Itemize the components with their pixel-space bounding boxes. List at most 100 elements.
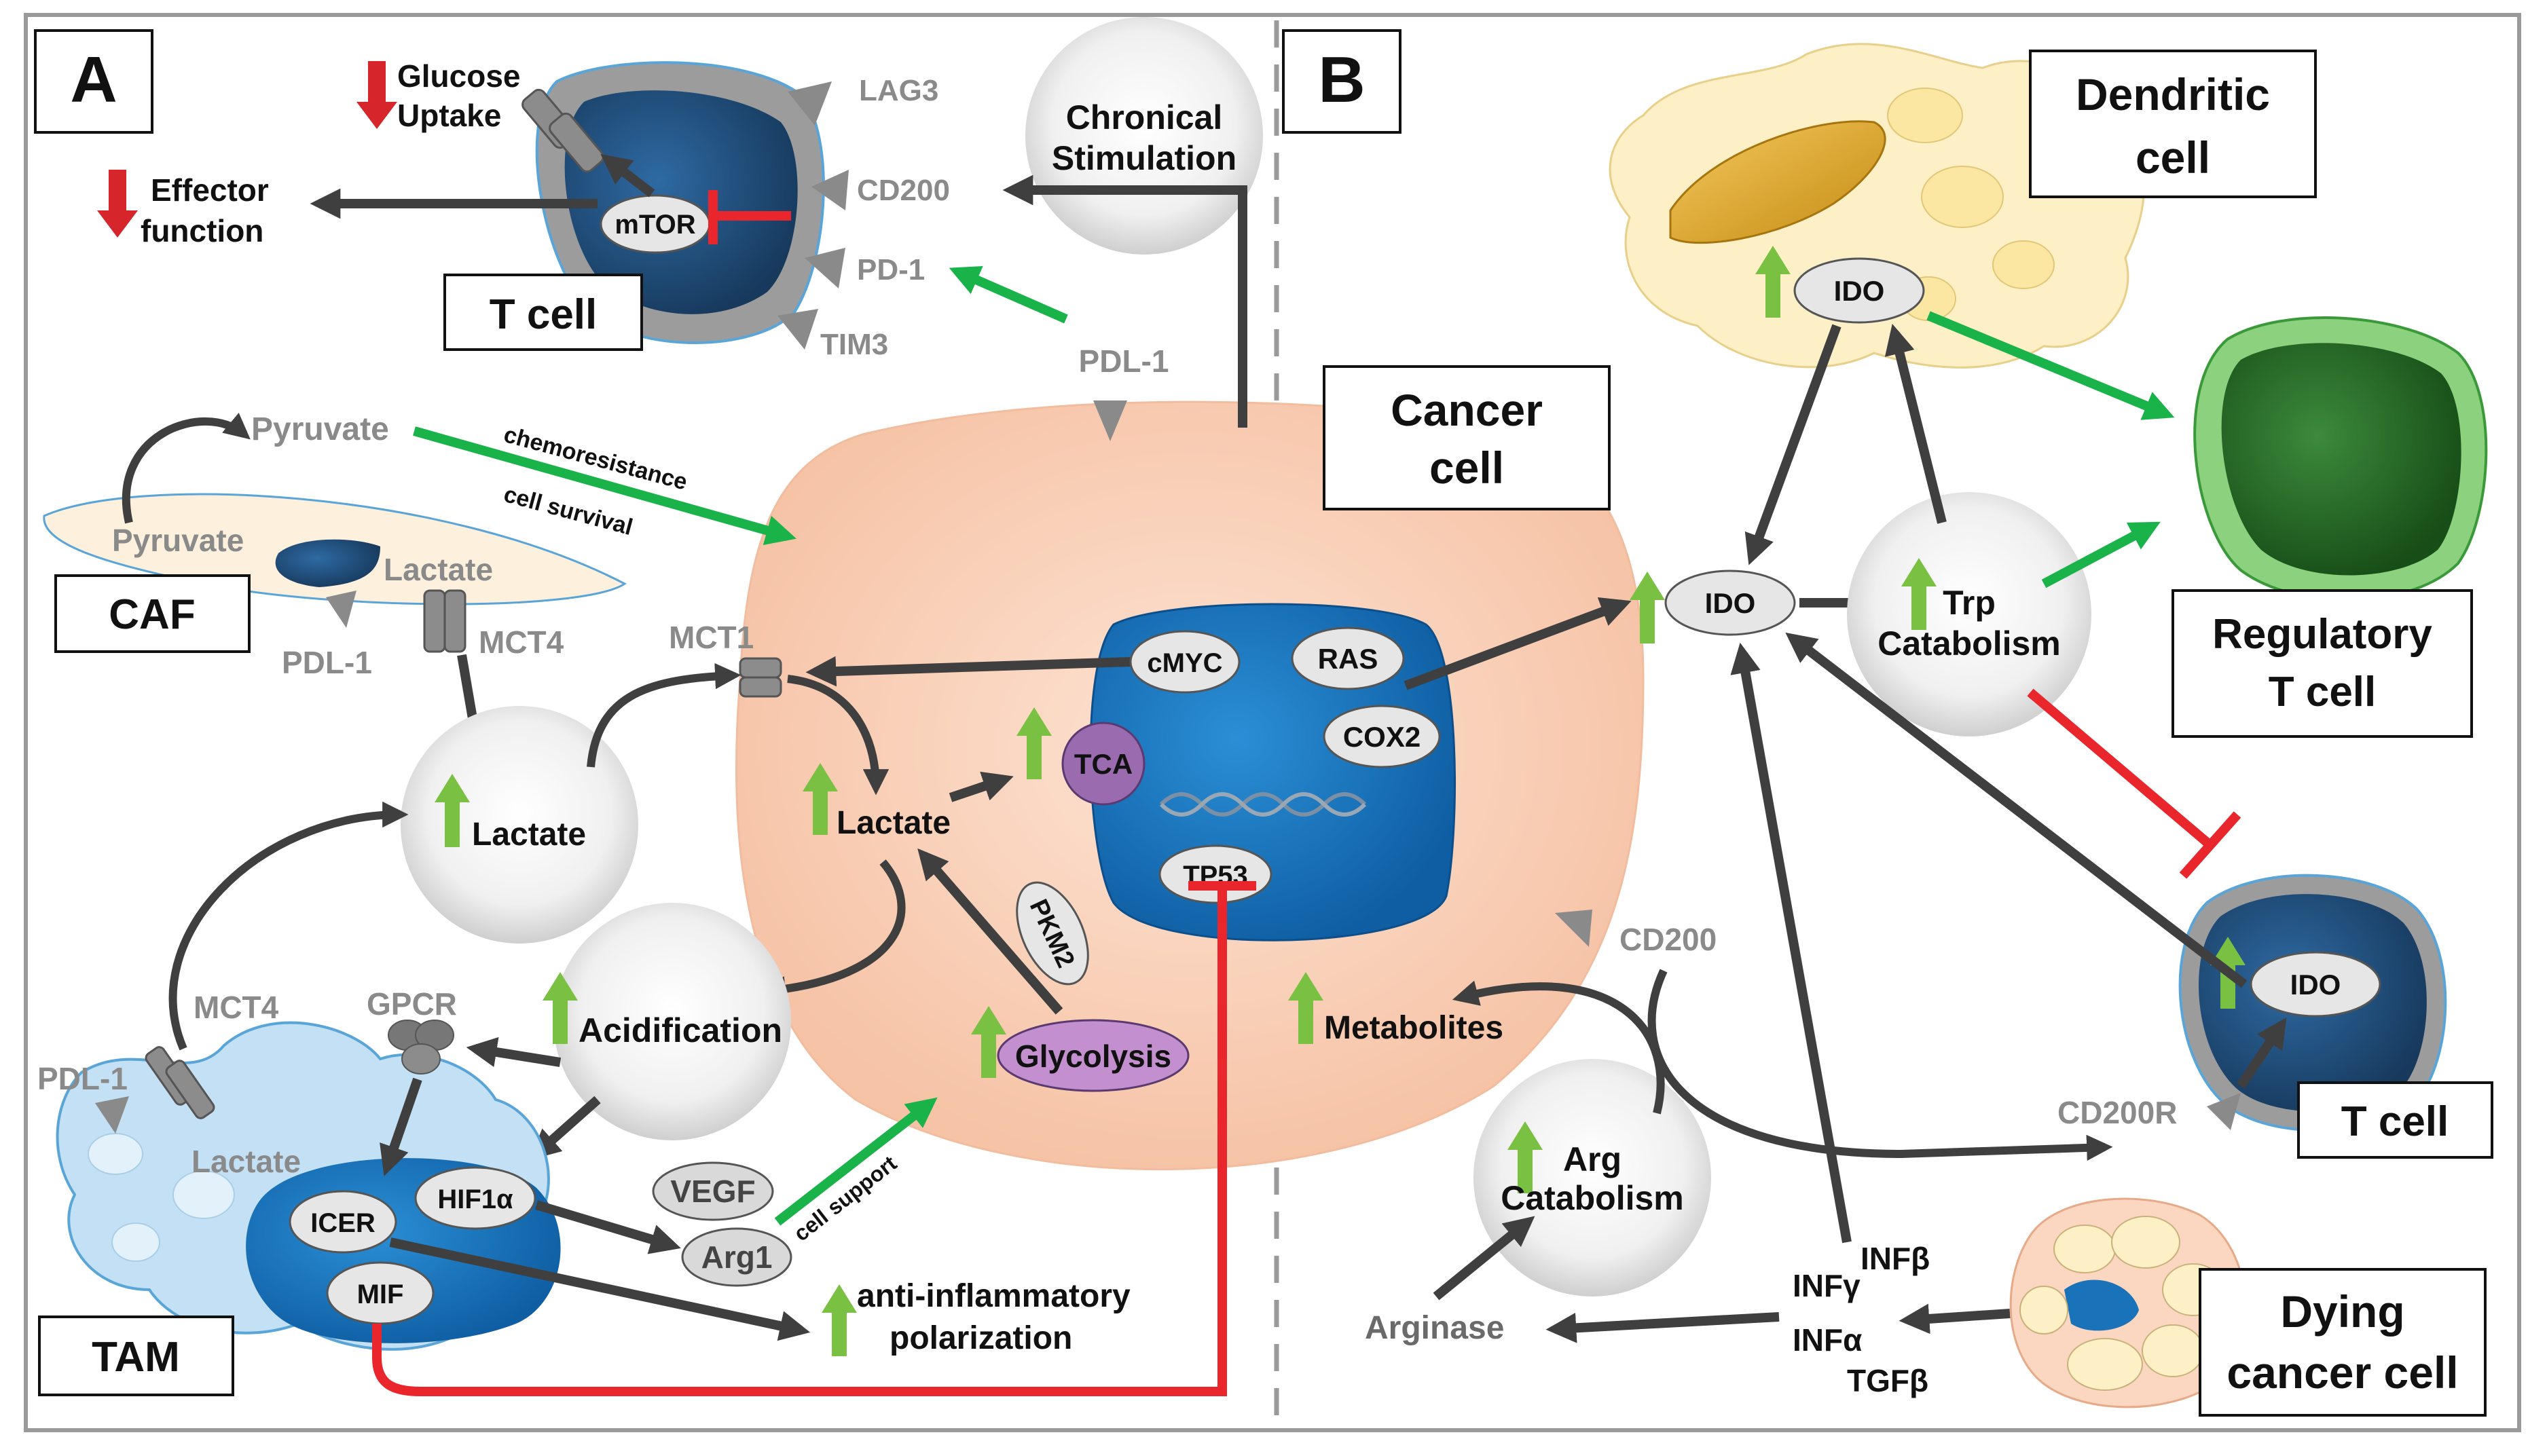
treg-t-cell-label: T cell [2269, 669, 2377, 715]
pdl1-tam-receptor [95, 1096, 129, 1134]
chronical-stimulation-circle [1025, 17, 1263, 255]
cell-label: cell [1429, 443, 1504, 493]
pyruvate-cycle-arrow [122, 413, 251, 524]
mtor-label: mTOR [615, 210, 695, 240]
lactate-caf-label: Lactate [384, 552, 493, 587]
treg-nucleus [2221, 343, 2461, 576]
tca-label: TCA [1074, 748, 1133, 780]
polarization-label: polarization [890, 1320, 1072, 1356]
ido-tcell-label: IDO [2290, 969, 2341, 1001]
lactate-pool-up-arrow [445, 800, 460, 847]
dna-helix [1159, 792, 1367, 817]
pdl1-cancer-label: PDL-1 [1079, 343, 1169, 379]
glycolysis-to-lactate-arrow [917, 848, 1063, 1015]
trp-label: Trp [1943, 584, 1996, 622]
tim3-label: TIM3 [820, 328, 888, 361]
ido-dc-to-treg-arrow [1926, 311, 2175, 420]
cd200r-receptor [2207, 1093, 2241, 1130]
arg-label: Arg [1563, 1140, 1621, 1178]
dendritic-label: Dendritic [2076, 69, 2270, 119]
infg-label: INFγ [1793, 1268, 1861, 1303]
icer-node [289, 1190, 397, 1254]
hif1a-to-arg1-arrow [534, 1200, 681, 1254]
pd1-label: PD-1 [857, 253, 925, 286]
metabolites-up-arrow [1298, 998, 1313, 1044]
gpcr-to-icer-arrow [380, 1077, 422, 1176]
t-cell-b-label-box [2297, 1081, 2493, 1159]
cd200-label: CD200 [857, 174, 950, 207]
ido-center-node [1664, 570, 1796, 636]
caf-nucleus [275, 539, 380, 587]
panel-b-label-box [1282, 29, 1401, 134]
cytokines-to-ido-arrow [1730, 642, 1852, 1244]
lactate-to-mct1-arrow [587, 662, 741, 768]
effector-down-arrow [97, 170, 138, 238]
ido-center-up-arrow [1640, 597, 1655, 643]
pdl1-to-pd1-arrow [949, 266, 1068, 324]
mct1-label: MCT1 [669, 620, 754, 655]
pdl1-caf-label: PDL-1 [282, 645, 372, 680]
infb-label: INFβ [1861, 1241, 1930, 1276]
arginase-label: Arginase [1365, 1310, 1504, 1346]
chronical-stimulation-arrow [1002, 174, 1247, 428]
dying-cell-to-cytokines-arrow [1899, 1303, 2011, 1334]
cox2-node [1323, 705, 1441, 768]
acidification-up-arrow [553, 998, 568, 1044]
lag3-receptor [788, 81, 832, 126]
panel-a-label-box [34, 29, 153, 134]
gpcr-label: GPCR [367, 986, 457, 1022]
ido-tcell-node [2250, 951, 2381, 1018]
catabolism-label: Catabolism [1877, 624, 2061, 662]
cytokines-to-arginase-arrow [1545, 1312, 1780, 1343]
tca-node [1061, 722, 1146, 806]
tgfb-label: TGFβ [1847, 1363, 1928, 1398]
ido-dc-node [1793, 257, 1925, 324]
glucose-label: Glucose [397, 58, 521, 94]
cmyc-label: cMYC [1147, 648, 1222, 678]
glycolysis-node [997, 1019, 1190, 1092]
glycolysis-up-arrow [981, 1032, 996, 1078]
lactate-to-tca-arrow [949, 771, 1014, 802]
mtor-to-transporter-arrow [600, 153, 655, 198]
hif1a-label: HIF1α [437, 1184, 513, 1214]
tam-label: TAM [92, 1334, 180, 1381]
arginase-to-arg-arrow [1433, 1216, 1535, 1301]
caf-label: CAF [109, 591, 195, 638]
ido-dc-up-arrow [1765, 272, 1780, 318]
function-label: function [141, 213, 263, 248]
pyruvate-top-label: Pyruvate [251, 411, 389, 447]
mif-label: MIF [357, 1280, 404, 1309]
ido-dc-to-ido-arrow [1744, 324, 1841, 565]
mct4-caf-label: MCT4 [479, 624, 564, 660]
acidification-label: Acidification [579, 1011, 782, 1049]
stimulation-label: Stimulation [1052, 139, 1236, 177]
cd200r-to-ido-arrow [2237, 1017, 2287, 1089]
dendritic-nucleus [1669, 120, 1886, 244]
t-cell-label: T cell [490, 291, 598, 338]
mct4-caf-transporter [423, 589, 446, 653]
pdl1-tam-label: PDL-1 [37, 1061, 128, 1096]
pyruvate-caf-label: Pyruvate [112, 523, 244, 558]
cd200-cancer-label: CD200 [1619, 922, 1717, 957]
pdl1-cancer-receptor [1093, 400, 1127, 441]
uptake-label: Uptake [397, 98, 501, 133]
lactate-cancer-label: Lactate [837, 805, 951, 841]
cmyc-node [1129, 630, 1241, 694]
polarization-up-arrow [832, 1310, 847, 1356]
arg-to-metabolites-arrow [1452, 980, 1665, 1115]
pd1-receptor [805, 248, 845, 288]
dying-cancer-cell-label: cancer cell [2227, 1347, 2458, 1398]
dendritic-cell-label: cell [2136, 132, 2210, 183]
ras-to-ido-arrow [1404, 597, 1632, 690]
lactate-cancer-up-arrow [813, 789, 828, 835]
mct1-transporter [739, 657, 782, 679]
anti-inflammatory-label: anti-inflammatory [857, 1278, 1131, 1314]
tca-up-arrow [1027, 733, 1042, 779]
panel-a-label: A [70, 43, 117, 116]
pkm2-node [1016, 881, 1089, 986]
arg-up-arrow [1518, 1147, 1533, 1193]
lactate-tam-label: Lactate [191, 1144, 301, 1179]
cd200-receptor [811, 170, 849, 210]
cmyc-to-mct1-arrow [805, 656, 1131, 687]
